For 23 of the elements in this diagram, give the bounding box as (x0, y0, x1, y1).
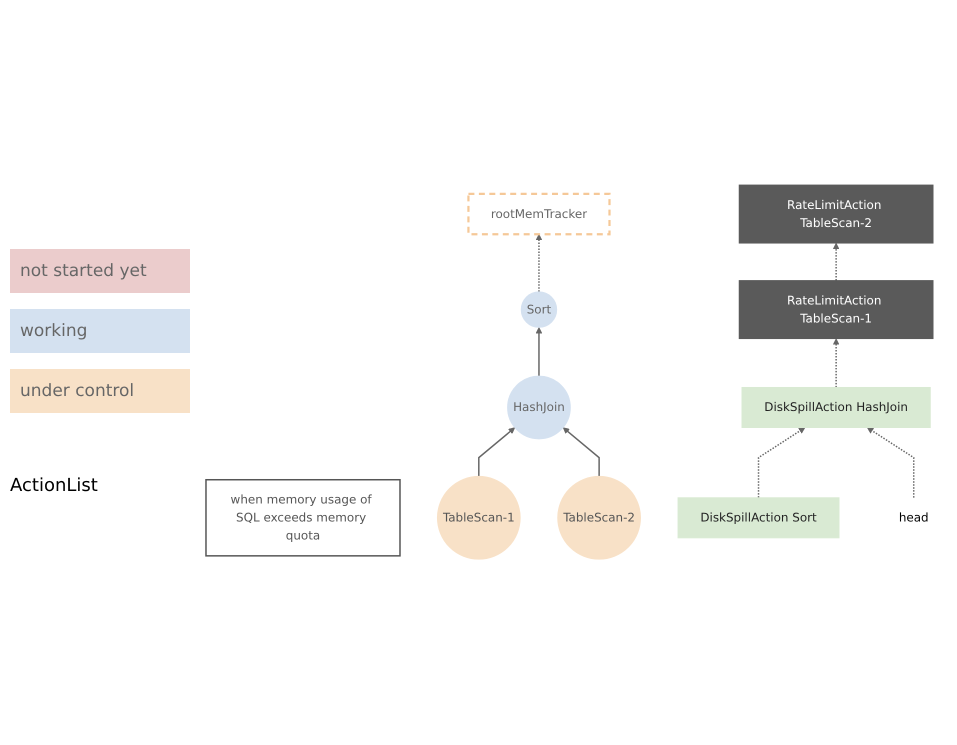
node-box: DiskSpillAction HashJoin (742, 387, 931, 428)
legend-swatch: working (10, 309, 190, 353)
node-box: when memory usage of SQL exceeds memory quota (205, 479, 401, 557)
node-box: RateLimitAction TableScan-2 (738, 184, 934, 244)
arrow (832, 243, 840, 281)
arrow (832, 338, 840, 388)
node-circle: TableScan-2 (557, 476, 641, 560)
node-circle: TableScan-1 (436, 476, 521, 560)
arrow (867, 428, 914, 498)
arrow (536, 234, 542, 292)
node-box: RateLimitAction TableScan-1 (738, 280, 934, 340)
list-heading: ActionList (10, 475, 99, 496)
arrow (478, 428, 516, 477)
node-text: head (898, 510, 929, 525)
node-box: rootMemTracker (467, 193, 611, 236)
arrow (536, 327, 542, 376)
legend-swatch: not started yet (10, 249, 190, 293)
arrow (758, 428, 806, 498)
node-box: DiskSpillAction Sort (678, 498, 840, 539)
legend-swatch: under control (10, 369, 190, 413)
node-circle: HashJoin (507, 376, 571, 440)
arrow (562, 428, 600, 477)
node-circle: Sort (520, 292, 558, 328)
